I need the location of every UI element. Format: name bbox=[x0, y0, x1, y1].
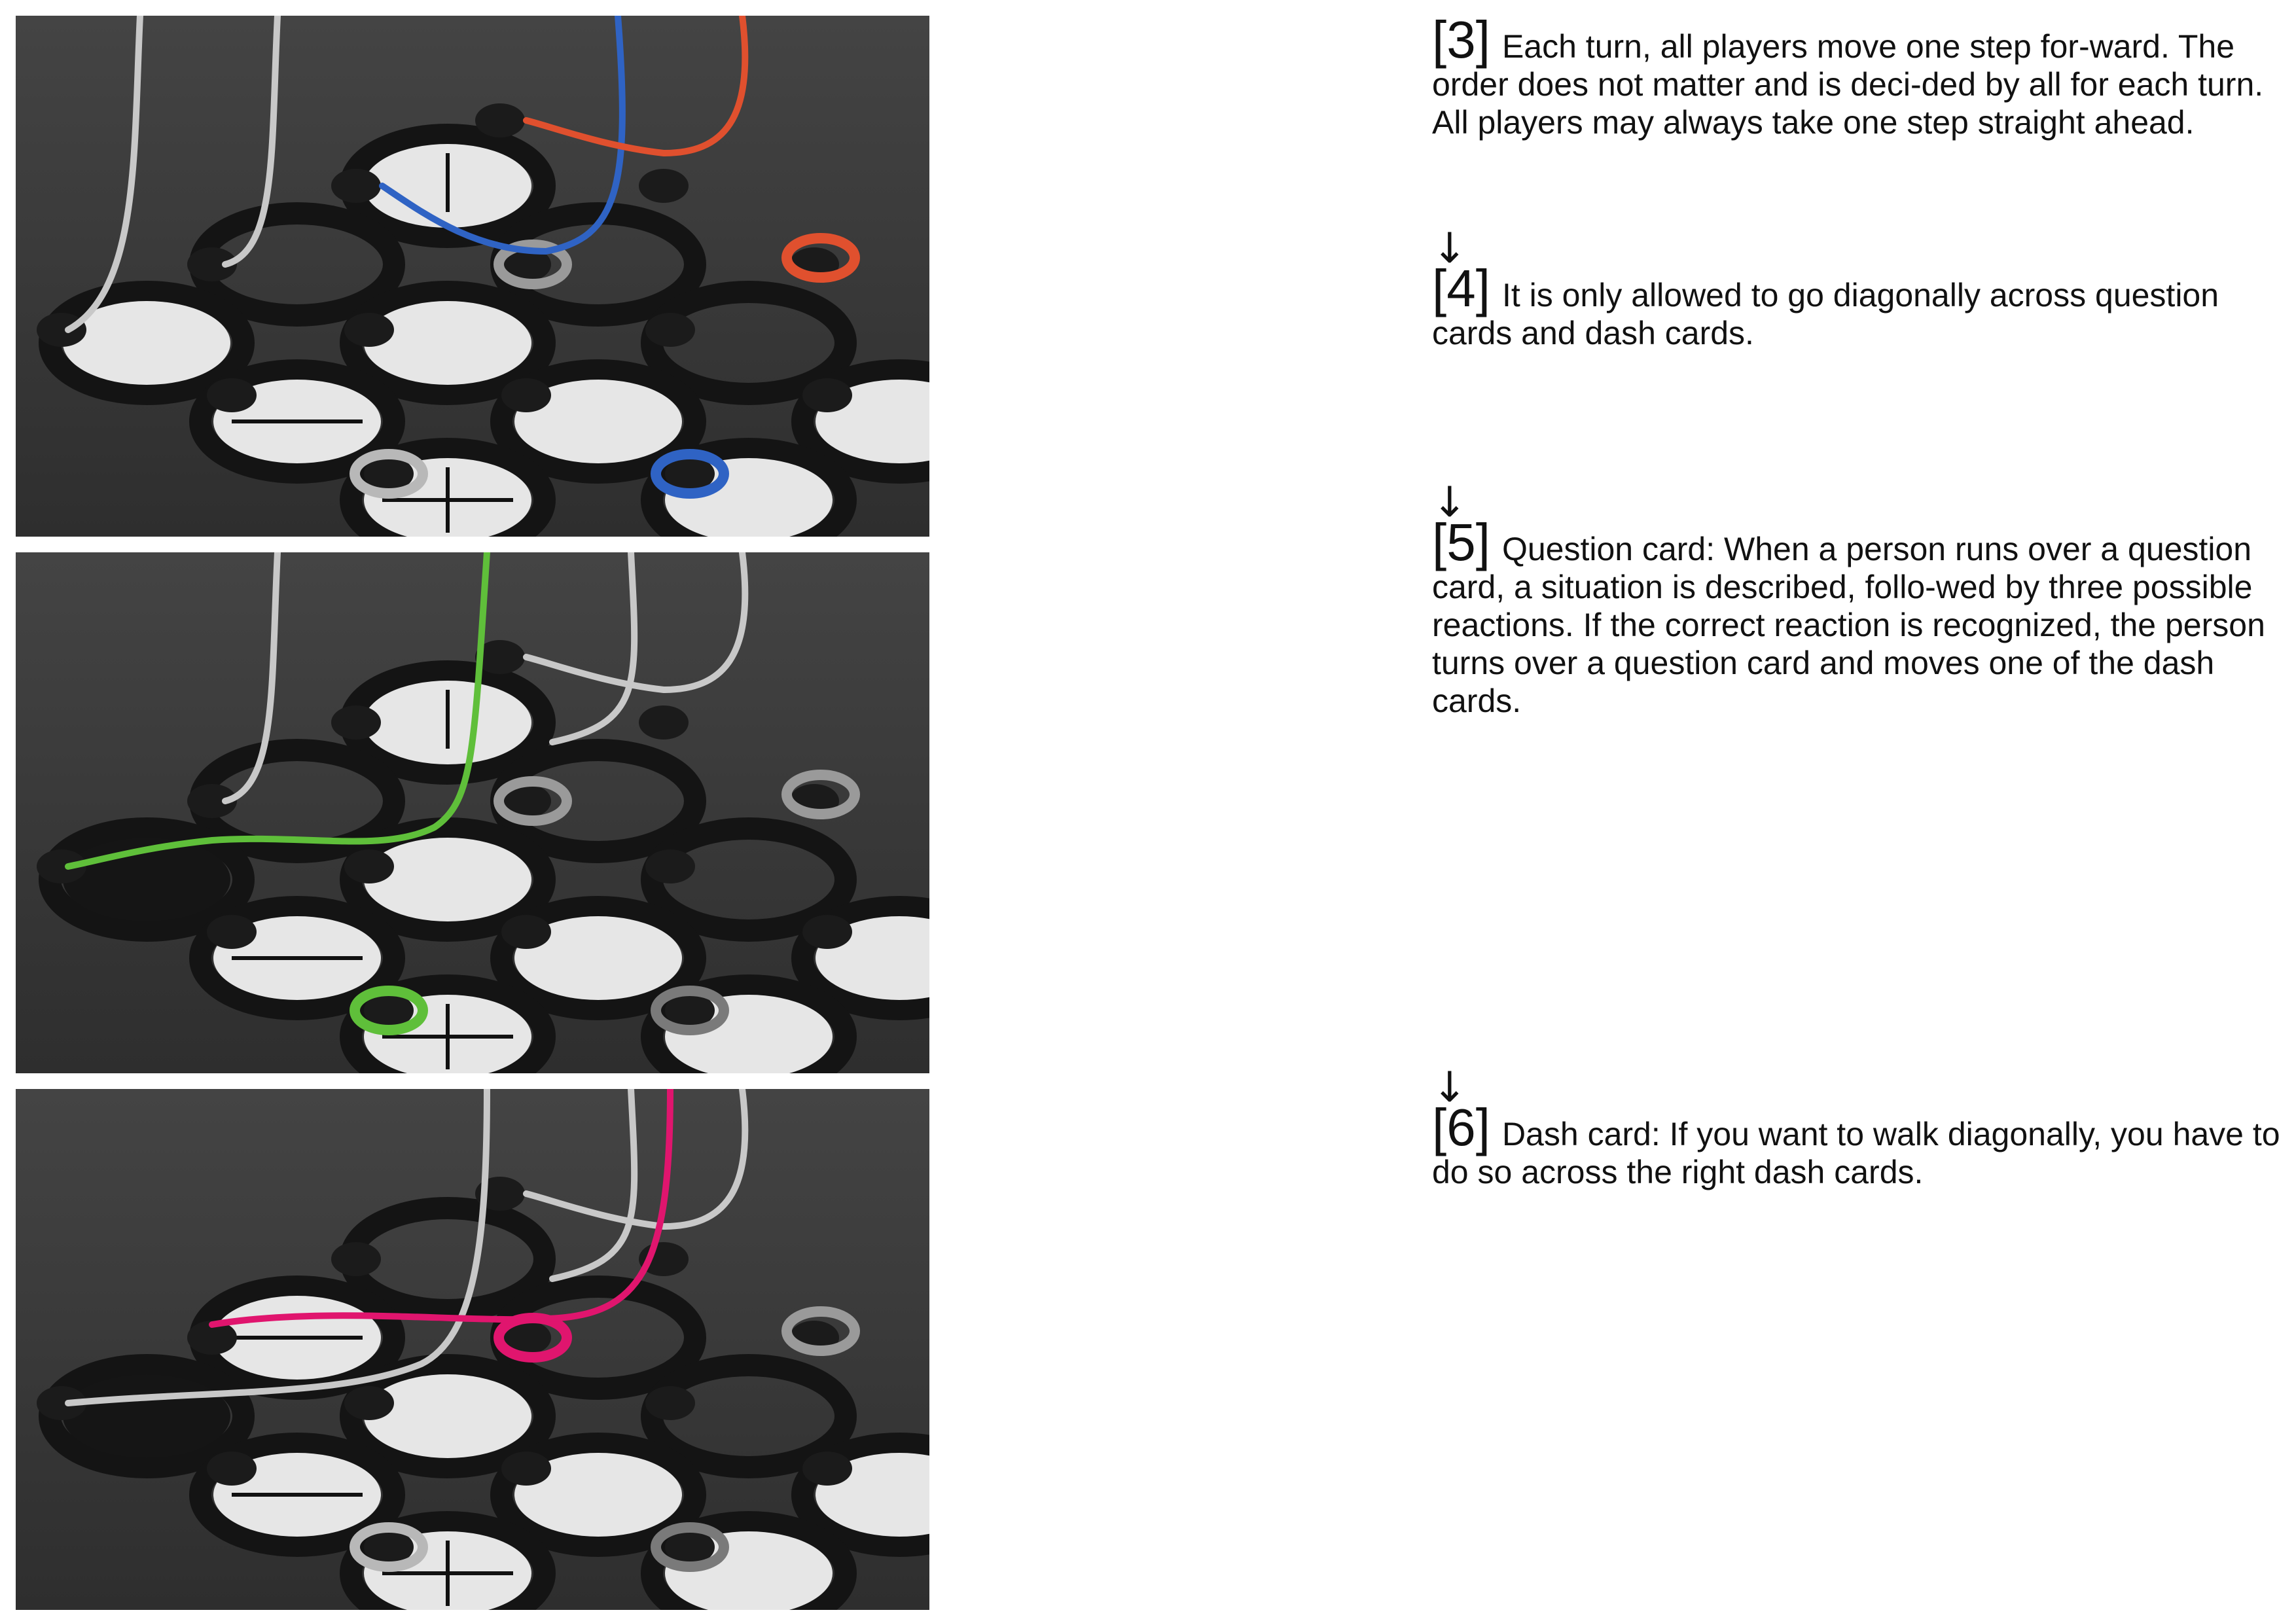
step-6: ↓ [6]Dash card: If you want to walk diag… bbox=[1432, 1067, 2283, 1191]
down-arrow-icon: ↓ bbox=[1432, 224, 1467, 273]
board-illustration-3 bbox=[16, 1089, 929, 1610]
board-render-1 bbox=[16, 16, 929, 537]
step-text: It is only allowed to go diagonally acro… bbox=[1432, 277, 2219, 351]
step-4: ↓ [4]It is only allowed to go diagonally… bbox=[1432, 228, 2283, 352]
step-text: Question card: When a person runs over a… bbox=[1432, 531, 2265, 719]
board-render-3 bbox=[16, 1089, 929, 1610]
step-text: Each turn, all players move one step for… bbox=[1432, 28, 2264, 141]
step-3: [3]Each turn, all players move one step … bbox=[1432, 14, 2283, 141]
down-arrow-icon: ↓ bbox=[1432, 478, 1467, 527]
board-render-2 bbox=[16, 552, 929, 1073]
board-illustration-1 bbox=[16, 16, 929, 537]
step-number: [3] bbox=[1432, 10, 1490, 69]
step-5: ↓ [5]Question card: When a person runs o… bbox=[1432, 482, 2283, 720]
step-number: [6] bbox=[1432, 1098, 1490, 1156]
step-number: [4] bbox=[1432, 259, 1490, 317]
down-arrow-icon: ↓ bbox=[1432, 1063, 1467, 1112]
step-text: Dash card: If you want to walk diagonall… bbox=[1432, 1116, 2280, 1190]
board-illustration-2 bbox=[16, 552, 929, 1073]
step-number: [5] bbox=[1432, 513, 1490, 571]
